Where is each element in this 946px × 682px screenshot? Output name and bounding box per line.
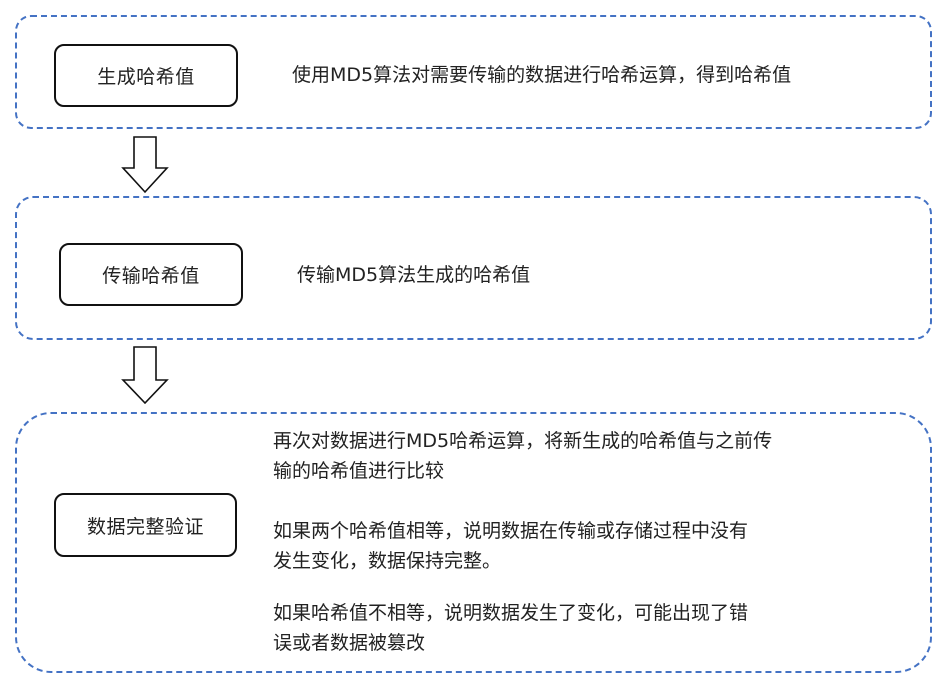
paragraph-line: 如果两个哈希值相等，说明数据在传输或存储过程中没有 [273, 520, 749, 542]
verify-paragraph-equal: 如果两个哈希值相等，说明数据在传输或存储过程中没有 发生变化，数据保持完整。 [273, 516, 893, 576]
paragraph-line: 发生变化，数据保持完整。 [273, 550, 502, 572]
step-description: 传输MD5算法生成的哈希值 [297, 264, 531, 286]
down-arrow-icon [121, 136, 169, 194]
verify-paragraph-not-equal: 如果哈希值不相等，说明数据发生了变化，可能出现了错 误或者数据被篡改 [273, 598, 893, 658]
step-box-transmit-hash: 传输哈希值 [59, 243, 243, 306]
paragraph-line: 如果哈希值不相等，说明数据发生了变化，可能出现了错 [273, 602, 749, 624]
stage-generate-hash-container [15, 15, 932, 129]
step-box-integrity-verify: 数据完整验证 [54, 493, 237, 557]
step-description: 使用MD5算法对需要传输的数据进行哈希运算，得到哈希值 [292, 64, 792, 86]
step-box-generate-hash: 生成哈希值 [54, 44, 238, 107]
verify-paragraph-recompute: 再次对数据进行MD5哈希运算，将新生成的哈希值与之前传 输的哈希值进行比较 [273, 426, 893, 486]
step-label: 传输哈希值 [102, 265, 200, 287]
step-label: 数据完整验证 [86, 515, 204, 538]
paragraph-line: 再次对数据进行MD5哈希运算，将新生成的哈希值与之前传 [273, 430, 773, 452]
step-label: 生成哈希值 [97, 66, 195, 88]
stage-transmit-hash-container [15, 196, 932, 340]
paragraph-line: 输的哈希值进行比较 [273, 460, 445, 482]
paragraph-line: 误或者数据被篡改 [273, 632, 426, 654]
stage-integrity-verify-container [15, 412, 932, 673]
down-arrow-icon [121, 346, 169, 404]
